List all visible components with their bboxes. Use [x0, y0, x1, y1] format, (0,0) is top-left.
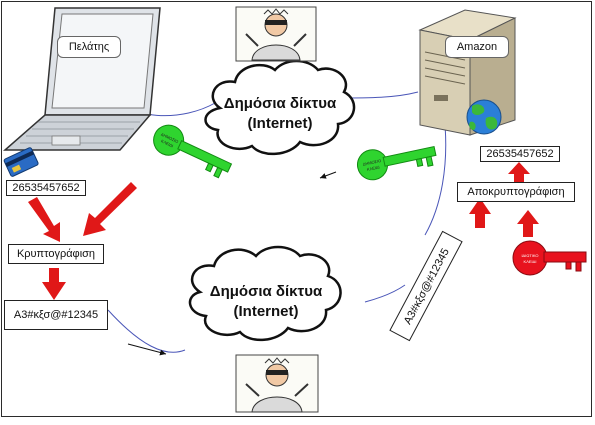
arrow-bottom-send [127, 343, 167, 356]
public-key-right-line2: ΚΛΕΙΔΙ [366, 164, 380, 172]
arrow-key-to-decrypt [517, 210, 539, 237]
cloud-internet-bottom: Δημόσια δίκτυα (Internet) [188, 245, 342, 341]
arrow-key-to-encrypt [83, 182, 137, 236]
cipher-rotated-text: Α3#κξσ@#12345 [402, 246, 452, 326]
credit-card-icon [3, 147, 39, 177]
private-key-line1: ΙΔΙΩΤΙΚΟ [521, 253, 538, 258]
public-key-right-icon: ΔΗΜΟΣΙΟ ΚΛΕΙΔΙ [357, 145, 437, 181]
red-arrows-left [28, 182, 137, 300]
public-key-left-line2: ΚΛΕΙΔΙ [160, 138, 174, 148]
card-number-right: 26535457652 [480, 146, 560, 162]
cloud-bottom-line2: (Internet) [234, 303, 299, 320]
encryption-box: Κρυπτογράφιση [8, 244, 104, 264]
cloud-internet-top: Δημόσια δίκτυα (Internet) [204, 59, 356, 155]
cloud-bottom-line1: Δημόσια δίκτυα [210, 283, 323, 300]
client-label: Πελάτης [57, 36, 121, 58]
arrow-up-to-decrypt [469, 198, 491, 228]
link-server-rotated-box [424, 124, 447, 236]
hacker-icon-bottom [235, 354, 319, 413]
hacker-icon-top [235, 6, 317, 62]
public-key-right-line1: ΔΗΜΟΣΙΟ [362, 158, 381, 167]
arrow-encrypt-to-cipher [42, 268, 66, 300]
red-arrows-right [469, 162, 539, 237]
cipher-left-box: Α3#κξσ@#12345 [4, 300, 108, 330]
arrow-decrypt-to-card [508, 162, 530, 182]
card-number-left: 26535457652 [6, 180, 86, 196]
laptop-icon [3, 7, 161, 151]
link-cipher-cloud-bottom [107, 309, 186, 353]
cipher-rotated-box: Α3#κξσ@#12345 [389, 230, 463, 342]
arrow-card-to-encrypt [28, 197, 60, 242]
private-key-icon: ΙΔΙΩΤΙΚΟ ΚΛΕΙΔΙ [512, 240, 587, 276]
server-label: Amazon [445, 36, 509, 58]
globe-icon [466, 99, 502, 135]
link-cloud-bottom-cipher [364, 284, 406, 303]
cloud-top-line1: Δημόσια δίκτυα [224, 95, 337, 112]
public-key-left-icon: ΔΗΜΟΣΙΟ ΚΛΕΙΔΙ [153, 124, 233, 179]
decryption-box: Αποκρυπτογράφιση [457, 182, 575, 202]
private-key-line2: ΚΛΕΙΔΙ [524, 259, 537, 264]
arrow-top-return [319, 171, 337, 179]
cloud-top-line2: (Internet) [248, 115, 313, 132]
